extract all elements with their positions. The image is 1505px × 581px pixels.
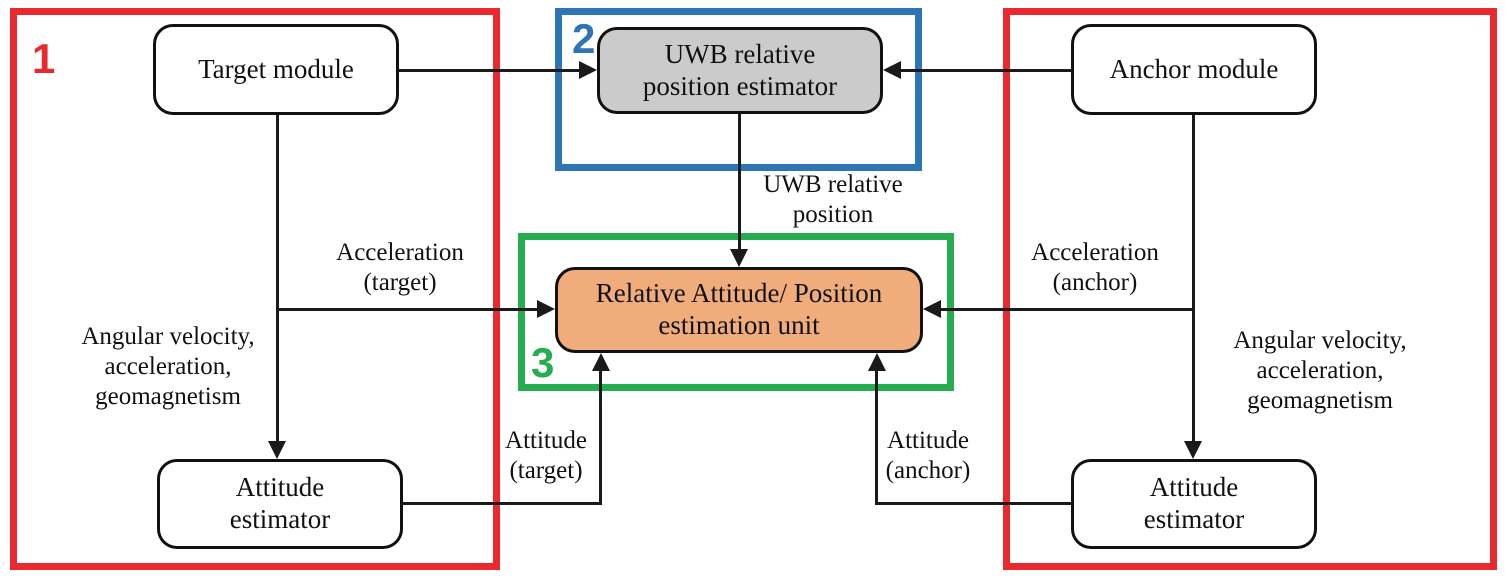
arrowhead-into-attitude-right bbox=[1184, 441, 1202, 459]
acceleration-target-label: Acceleration (target) bbox=[336, 239, 464, 296]
relative-attitude-position-unit-node: Relative Attitude/ Position estimation u… bbox=[555, 267, 923, 353]
edge-attitude-anchor-vertical bbox=[875, 370, 878, 505]
angular-velocity-right-label: Angular velocity, acceleration, geomagne… bbox=[1233, 327, 1407, 414]
edge-target-to-uwb bbox=[397, 69, 583, 72]
attitude-estimator-right-node: Attitude estimator bbox=[1071, 459, 1317, 549]
attitude-anchor-label: Attitude (anchor) bbox=[885, 427, 971, 484]
arrowhead-into-unit-left bbox=[537, 300, 555, 318]
edge-anchor-to-attitude-right bbox=[1192, 114, 1195, 444]
attitude-estimator-left-node: Attitude estimator bbox=[157, 459, 403, 549]
edge-target-to-attitude-left bbox=[276, 114, 279, 444]
edge-attitude-target-vertical bbox=[599, 370, 602, 505]
arrowhead-into-uwb-right bbox=[883, 61, 901, 79]
edge-attitude-anchor-horizontal bbox=[875, 502, 1073, 505]
anchor-module-node: Anchor module bbox=[1071, 24, 1317, 115]
estimation-group-frame bbox=[518, 233, 954, 391]
group-number-1: 1 bbox=[32, 35, 56, 82]
arrowhead-into-unit-right bbox=[923, 300, 941, 318]
arrowhead-into-uwb-left bbox=[579, 61, 597, 79]
group-number-2: 2 bbox=[572, 15, 596, 62]
edge-acceleration-target bbox=[277, 308, 539, 311]
edge-uwb-to-unit bbox=[738, 113, 741, 251]
angular-velocity-left-label: Angular velocity, acceleration, geomagne… bbox=[81, 323, 255, 410]
uwb-relative-position-label: UWB relative position bbox=[763, 171, 903, 228]
arrowhead-attitude-target bbox=[592, 353, 610, 371]
edge-anchor-to-uwb bbox=[897, 69, 1073, 72]
edge-acceleration-anchor bbox=[941, 308, 1194, 311]
uwb-relative-position-estimator-node: UWB relative position estimator bbox=[597, 27, 883, 114]
edge-attitude-target-horizontal bbox=[400, 502, 602, 505]
attitude-target-label: Attitude (target) bbox=[505, 427, 587, 484]
arrowhead-attitude-anchor bbox=[868, 353, 886, 371]
acceleration-anchor-label: Acceleration (anchor) bbox=[1031, 239, 1159, 296]
target-group-frame bbox=[10, 8, 500, 570]
anchor-group-frame bbox=[1003, 8, 1497, 570]
arrowhead-into-unit-top bbox=[730, 249, 748, 267]
target-module-node: Target module bbox=[153, 24, 399, 115]
group-number-3: 3 bbox=[531, 339, 555, 386]
arrowhead-into-attitude-left bbox=[268, 441, 286, 459]
